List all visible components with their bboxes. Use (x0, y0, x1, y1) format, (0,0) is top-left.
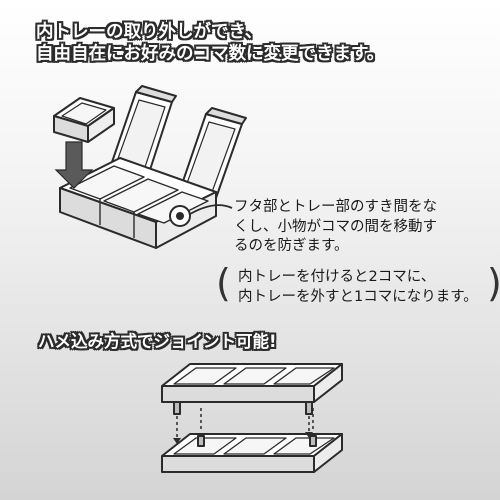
gap-note: フタ部とトレー部のすき間をな くし、小物がコマの間を移動す るのを防ぎます。 (234, 198, 494, 257)
headline-line-1: 内トレーの取り外しができ、 (36, 22, 263, 42)
joint-illustration (161, 363, 343, 473)
headline-line-2: 自由自在にお好みのコマ数に変更できます。 (36, 43, 385, 64)
tray-note-line-1: 内トレーを付けると2コマに、 (238, 269, 436, 285)
pill-case-illustration (53, 85, 247, 249)
tray-note-line-2: 内トレーを外すと1コマになります。 (238, 288, 478, 305)
headline: 内トレーの取り外しができ、 自由自在にお好みのコマ数に変更できます。 (36, 22, 384, 66)
tray-note: ( 内トレーを付けると2コマに、 内トレーを外すと1コマになります。 ) (216, 264, 500, 307)
joint-headline: ハメ込み方式でジョイント可能! (38, 332, 277, 351)
paren-close: ) (487, 264, 500, 302)
gap-note-line-2: くし、小物がコマの間を移動す (234, 218, 437, 235)
paren-open: ( (216, 261, 231, 305)
gap-note-line-3: るのを防ぎます。 (234, 238, 349, 255)
down-arrow-icon (54, 141, 94, 189)
inner-tray-piece (53, 97, 115, 143)
gap-note-line-1: フタ部とトレー部のすき間をな (234, 199, 437, 215)
